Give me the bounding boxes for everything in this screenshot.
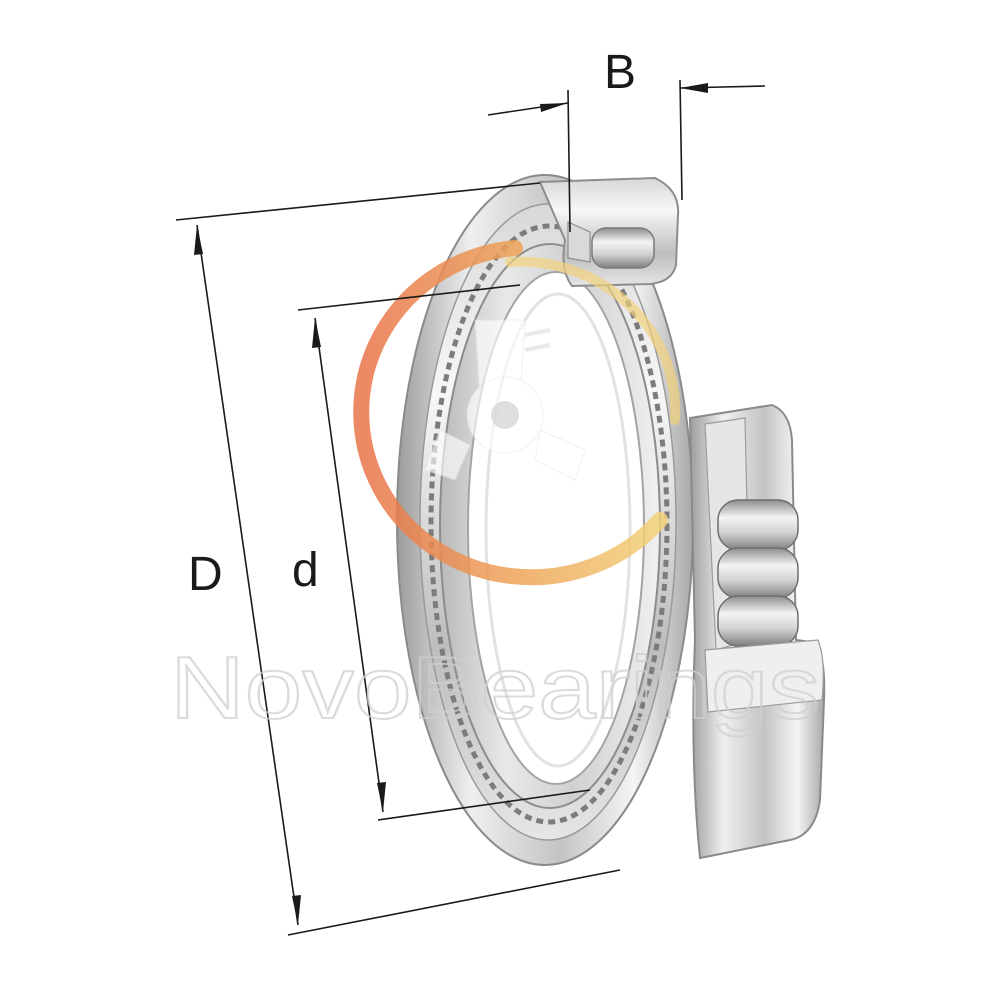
d-bore-top-extension bbox=[297, 284, 521, 311]
label-bore-diameter: d bbox=[292, 544, 319, 597]
d-outer-arrow-bottom bbox=[292, 895, 301, 925]
right-section-cutaway bbox=[688, 403, 826, 860]
d-bore-arrow-top bbox=[312, 318, 321, 348]
b-arrow-left bbox=[540, 103, 568, 112]
d-outer-arrow-top bbox=[194, 225, 203, 255]
b-extension-left bbox=[567, 89, 571, 233]
d-bore-dimension-line bbox=[314, 317, 384, 813]
b-extension-right bbox=[679, 79, 683, 201]
top-section-cutaway bbox=[538, 176, 680, 288]
label-b: B bbox=[604, 46, 636, 99]
bore-highlight bbox=[484, 292, 632, 768]
bearing-logo-icon bbox=[353, 240, 681, 586]
roller-1 bbox=[717, 499, 799, 551]
roller-2 bbox=[717, 547, 799, 599]
roller-row bbox=[428, 223, 670, 825]
roller-top bbox=[591, 227, 655, 269]
label-outer-diameter: D bbox=[188, 548, 223, 601]
bearing-illustration bbox=[396, 174, 826, 866]
watermark-text: NovoBearings bbox=[170, 638, 820, 737]
d-bore-arrow-bottom bbox=[377, 782, 386, 812]
d-outer-bottom-extension bbox=[287, 869, 621, 936]
dimension-lines bbox=[175, 79, 766, 936]
d-bore-bottom-extension bbox=[377, 789, 591, 821]
b-arrow-right bbox=[680, 83, 708, 93]
d-outer-top-extension bbox=[175, 182, 541, 221]
d-outer-dimension-line bbox=[196, 224, 299, 926]
